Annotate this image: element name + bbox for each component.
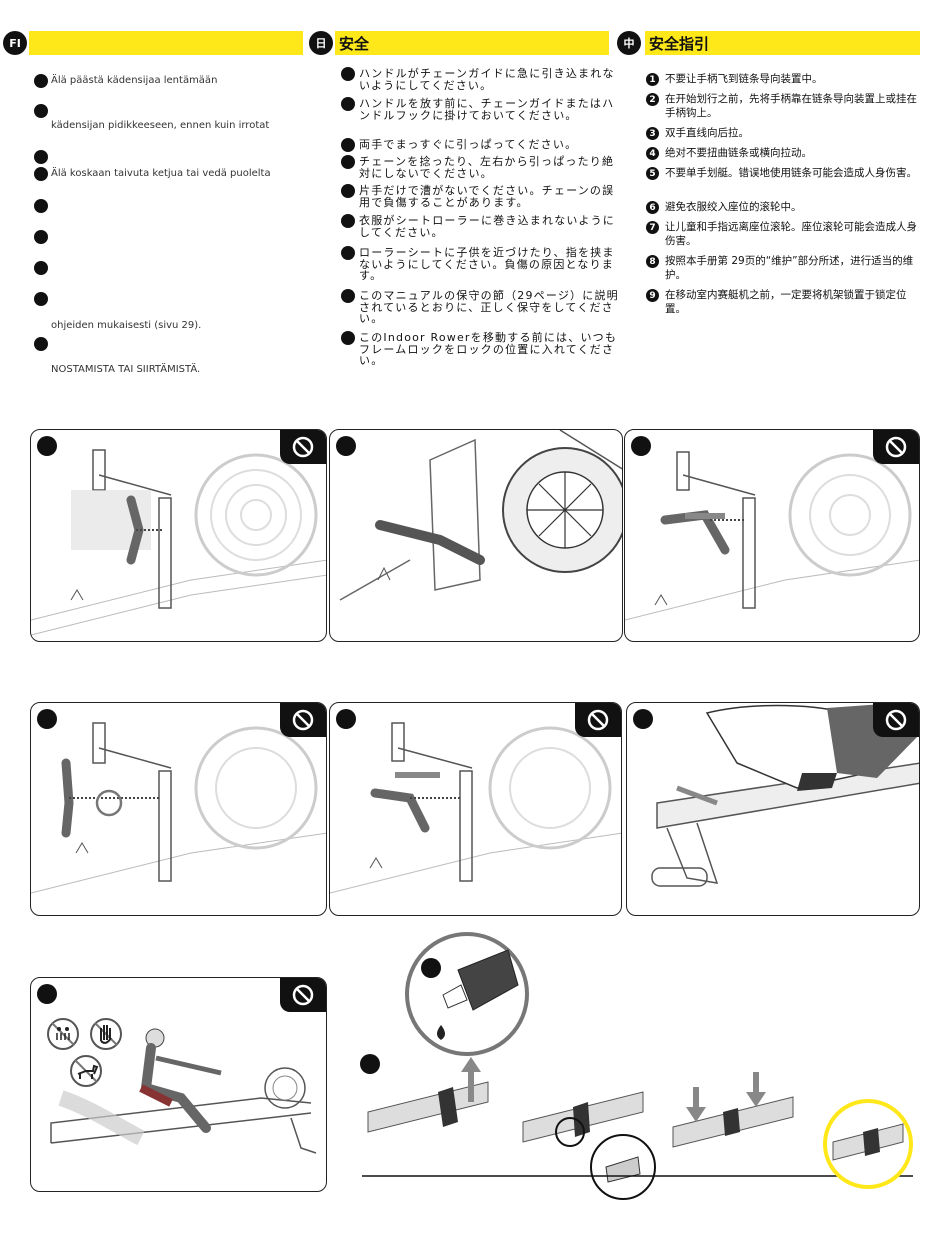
fi-item-1: Älä päästä kädensijaa lentämään — [51, 75, 218, 86]
warning-tab — [280, 430, 326, 464]
no-entry-icon — [292, 984, 314, 1006]
ja-language-badge: 日 — [309, 31, 333, 55]
frame-lock-sequence — [358, 1052, 928, 1202]
ja-item-1: ハンドルがチェーンガイドに急に引き込まれないようにしてください。 — [359, 67, 615, 92]
child-icon — [56, 1027, 70, 1040]
illustration-panel-6 — [626, 702, 920, 916]
fi-bullet — [34, 167, 48, 181]
zh-item-1: 不要让手柄飞到链条导向装置中。 — [665, 73, 823, 85]
rower-twist-chain-drawing — [31, 722, 326, 894]
maintenance-oil-circle — [403, 930, 531, 1058]
step-number-badge — [37, 436, 57, 456]
zh-section-header: 安全指引 — [645, 31, 920, 55]
warning-tab — [280, 978, 326, 1012]
fi-bullet — [34, 261, 48, 275]
fi-bullet — [34, 230, 48, 244]
step-number-badge — [336, 436, 356, 456]
fi-bullet — [34, 74, 48, 88]
fi-item-4: Älä koskaan taivuta ketjua tai vedä puol… — [51, 168, 271, 179]
zh-number-badge: 1 — [646, 73, 659, 86]
fi-bullet — [34, 199, 48, 213]
hand-icon — [100, 1025, 112, 1044]
warning-tab — [873, 703, 919, 737]
zh-number-badge: 8 — [646, 255, 659, 268]
rower-handle-drawing — [31, 449, 326, 636]
zh-item-6: 避免衣服绞入座位的滚轮中。 — [665, 201, 802, 213]
zh-number-badge: 9 — [646, 289, 659, 302]
ja-item-2: ハンドルを放す前に、チェーンガイドまたはハンドルフックに掛けておいてください。 — [359, 97, 615, 122]
step-number-badge — [631, 436, 651, 456]
ja-item-3: 両手でまっすぐに引っぱってください。 — [359, 138, 578, 151]
zh-item-4: 绝对不要扭曲链条或横向拉动。 — [665, 147, 812, 159]
fi-bullet — [34, 337, 48, 351]
ja-bullet — [341, 214, 355, 228]
zh-item-8: 按照本手册第 29页的“维护”部分所述，进行适当的维护。 — [665, 255, 914, 281]
fi-bullet — [34, 150, 48, 164]
step-number-badge — [336, 709, 356, 729]
ja-bullet — [341, 246, 355, 260]
fi-bullet — [34, 292, 48, 306]
step-number-badge — [37, 709, 57, 729]
warning-tab — [873, 430, 919, 464]
no-entry-icon — [292, 709, 314, 731]
warning-tab — [575, 703, 621, 737]
ja-bullet — [341, 67, 355, 81]
illustration-panel-7 — [30, 977, 327, 1192]
ja-bullet — [341, 184, 355, 198]
zh-item-9: 在移动室内赛艇机之前，一定要将机架锁置于锁定位置。 — [665, 289, 907, 315]
illustration-panel-5 — [329, 702, 622, 916]
fi-item-8: ohjeiden mukaisesti (sivu 29). — [51, 320, 202, 331]
oil-drop-icon — [437, 1025, 445, 1040]
ja-item-7: ローラーシートに子供を近づけたり、指を挟まないようにしてください。負傷の原因とな… — [359, 246, 615, 282]
zh-language-badge: 中 — [617, 31, 641, 55]
warning-tab — [280, 703, 326, 737]
no-entry-icon — [885, 436, 907, 458]
ja-bullet — [341, 155, 355, 169]
ja-item-8: このマニュアルの保守の節（29ページ）に説明されているとおりに、正しく保守をして… — [359, 289, 619, 325]
ja-item-4: チェーンを捻ったり、左右から引っぱったり絶対にしないでください。 — [359, 155, 615, 180]
ja-bullet — [341, 97, 355, 111]
ja-bullet — [341, 331, 355, 345]
ja-item-6: 衣服がシートローラーに巻き込まれないようにしてください。 — [359, 214, 615, 239]
no-entry-icon — [587, 709, 609, 731]
ja-item-9: このIndoor Rowerを移動する前には、いつもフレームロックをロックの位置… — [359, 331, 618, 367]
no-entry-icon — [885, 709, 907, 731]
ja-item-5: 片手だけで漕がないでください。チェーンの誤用で負傷することがあります。 — [359, 184, 615, 209]
fi-language-badge: FI — [3, 31, 27, 55]
oil-bottle-drawing — [405, 932, 529, 1056]
fi-bullet — [34, 104, 48, 118]
zh-number-badge: 4 — [646, 147, 659, 160]
zh-item-7: 让儿童和手指远离座位滚轮。座位滚轮可能会造成人身伤害。 — [665, 221, 917, 247]
fi-section-header — [29, 31, 303, 55]
zh-item-5: 不要单手划艇。错误地使用链条可能会造成人身伤害。 — [665, 167, 917, 179]
dog-icon — [77, 1064, 99, 1079]
ja-section-header: 安全 — [335, 31, 609, 55]
fi-item-2: kädensijan pidikkeeseen, ennen kuin irro… — [51, 120, 270, 131]
illustration-panel-1 — [30, 429, 327, 642]
illustration-panel-3 — [624, 429, 920, 642]
zh-item-2: 在开始划行之前，先将手柄靠在链条导向装置上或挂在手柄钩上。 — [665, 93, 917, 119]
rower-straight-pull-drawing — [625, 451, 919, 621]
zh-number-badge: 6 — [646, 201, 659, 214]
zh-number-badge: 2 — [646, 93, 659, 106]
no-entry-icon — [292, 436, 314, 458]
step-number-badge — [633, 709, 653, 729]
zh-number-badge: 3 — [646, 127, 659, 140]
ja-bullet — [341, 289, 355, 303]
zh-number-badge: 5 — [646, 167, 659, 180]
seat-roller-clothing-drawing — [651, 703, 919, 887]
rower-one-hand-drawing — [330, 722, 621, 894]
ja-bullet — [341, 138, 355, 152]
fi-item-9: NOSTAMISTA TAI SIIRTÄMISTÄ. — [51, 364, 201, 375]
rower-chain-guide-drawing — [339, 430, 622, 601]
illustration-panel-2 — [329, 429, 623, 642]
zh-number-badge: 7 — [646, 221, 659, 234]
illustration-panel-4 — [30, 702, 327, 916]
frame-lock-drawing — [360, 1054, 913, 1200]
zh-item-3: 双手直线向后拉。 — [665, 127, 749, 139]
rower-user-drawing — [47, 1018, 317, 1154]
step-number-badge — [37, 984, 57, 1004]
